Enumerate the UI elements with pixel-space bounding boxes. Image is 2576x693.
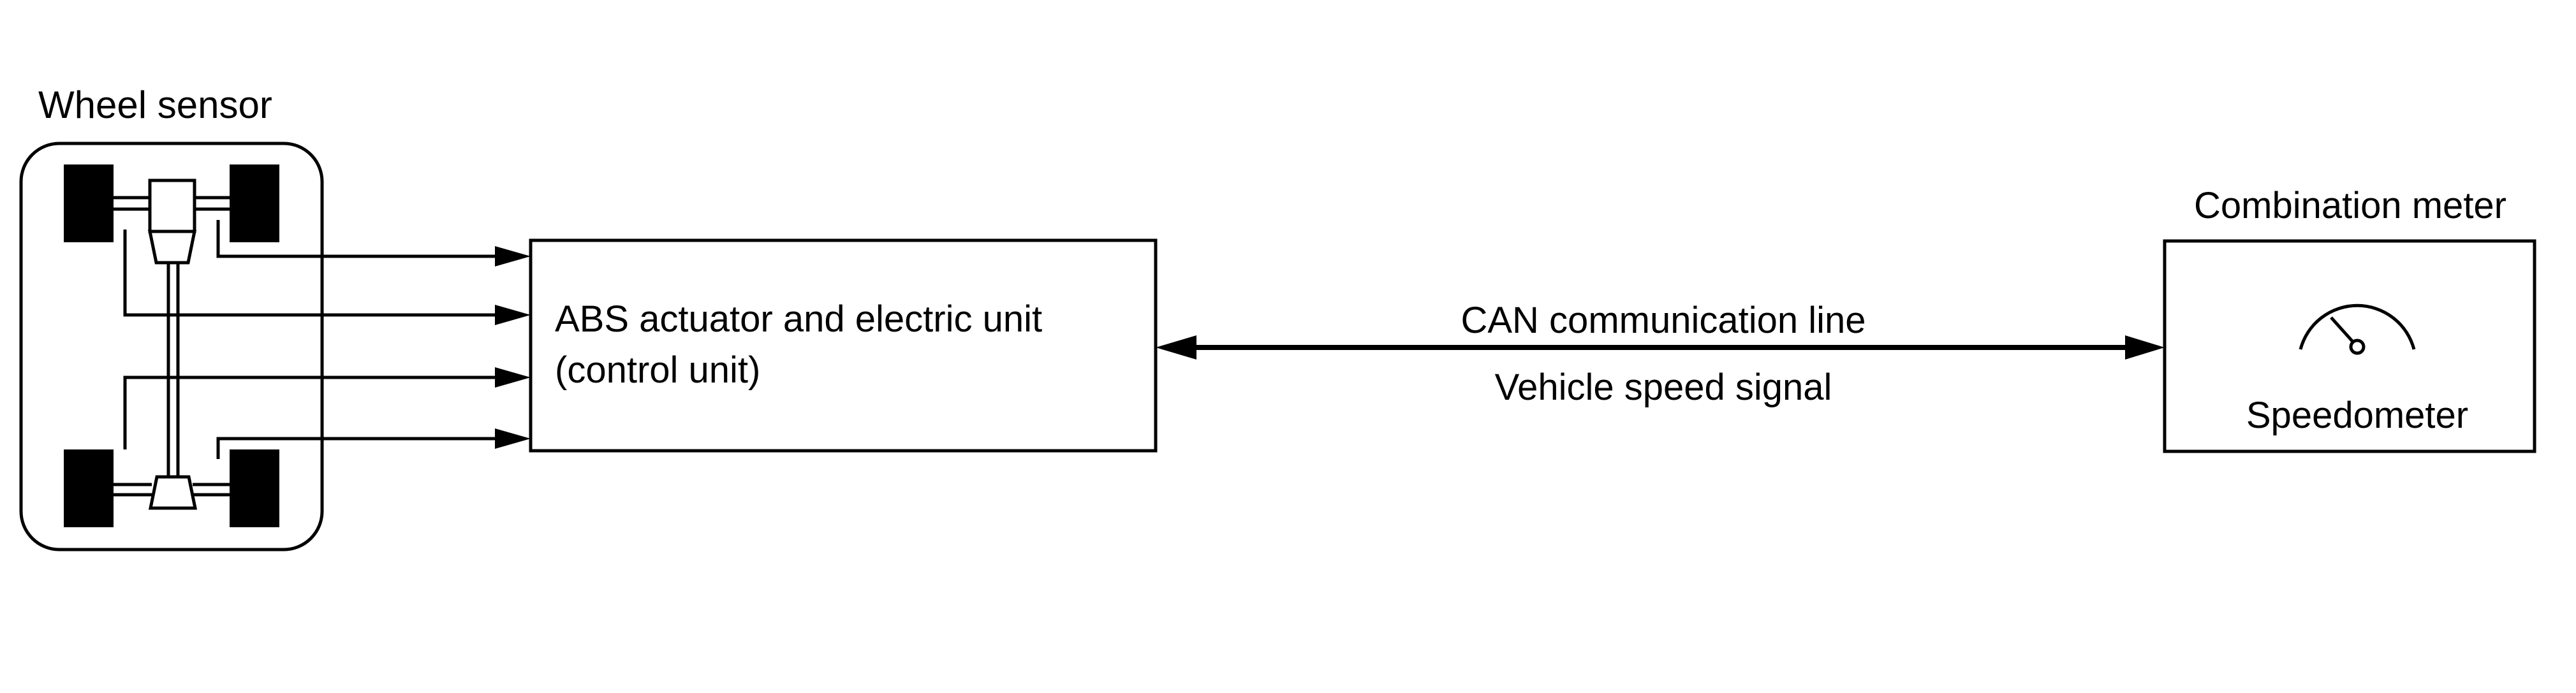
combination-meter-label: Combination meter [2194,185,2506,226]
can-line-label: CAN communication line [1461,300,1866,341]
rear-axle [114,483,230,497]
abs-unit-box [529,238,1158,453]
propeller-shaft [166,263,180,479]
wheel-sensor-label: Wheel sensor [38,84,272,126]
differential-icon [148,475,198,510]
rear-right-wheel-icon [230,449,279,527]
speedometer-label: Speedometer [2246,395,2468,436]
front-right-wheel-icon [230,164,279,242]
speedometer-gauge-icon [2299,303,2416,355]
can-communication-line [1156,335,2165,360]
engine-block-icon [148,179,196,233]
combination-meter-box [2163,239,2536,453]
front-axle [114,196,230,211]
rear-left-wheel-icon [64,449,114,527]
transmission-icon [147,230,197,265]
vehicle-speed-signal-label: Vehicle speed signal [1495,367,1832,408]
abs-unit-title: ABS actuator and electric unit [555,298,1042,340]
abs-unit-subtitle: (control unit) [555,349,760,391]
vehicle-outline [19,142,324,551]
front-left-wheel-icon [64,164,114,242]
sensor-signal-lines [123,220,531,459]
